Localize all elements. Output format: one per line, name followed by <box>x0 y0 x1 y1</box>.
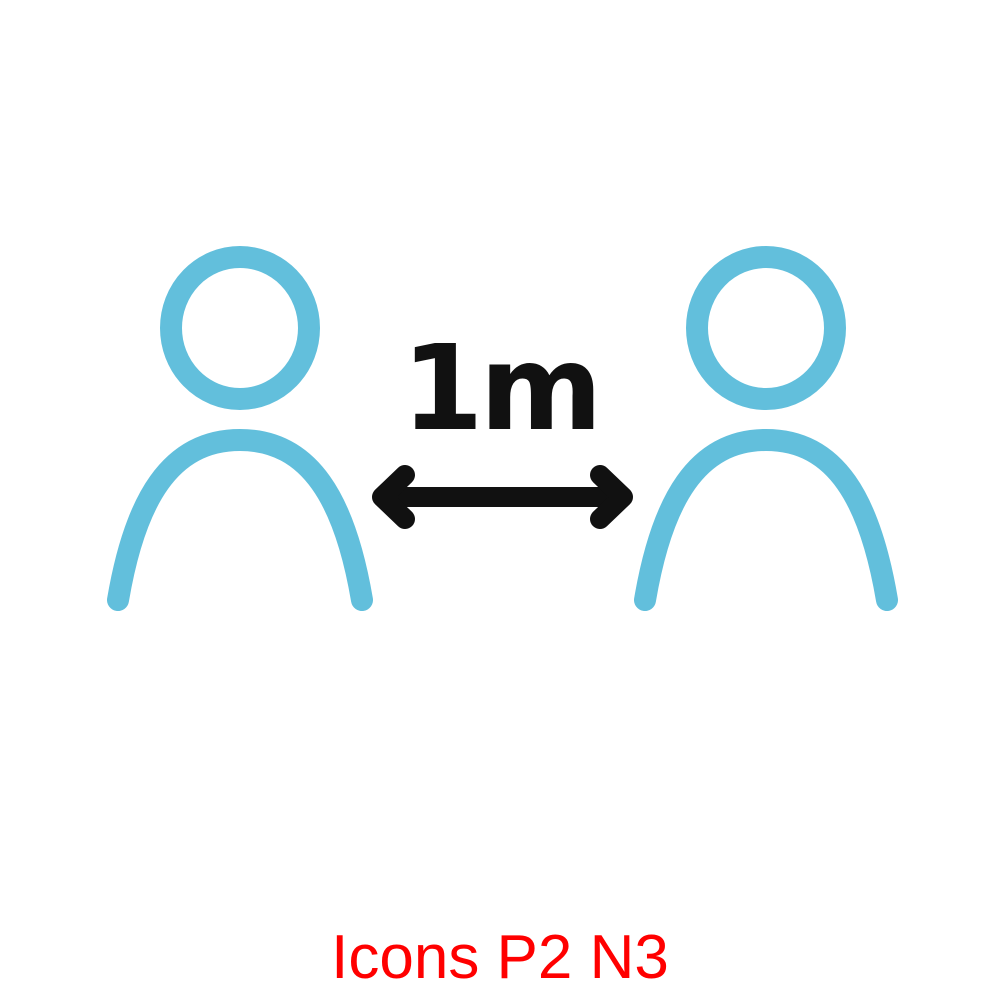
person-icon-right <box>634 246 898 611</box>
caption-text: Icons P2 N3 <box>331 923 669 992</box>
double-arrow-icon <box>372 465 633 529</box>
person-icon-left <box>107 246 373 611</box>
distance-label: 1m <box>401 319 602 457</box>
